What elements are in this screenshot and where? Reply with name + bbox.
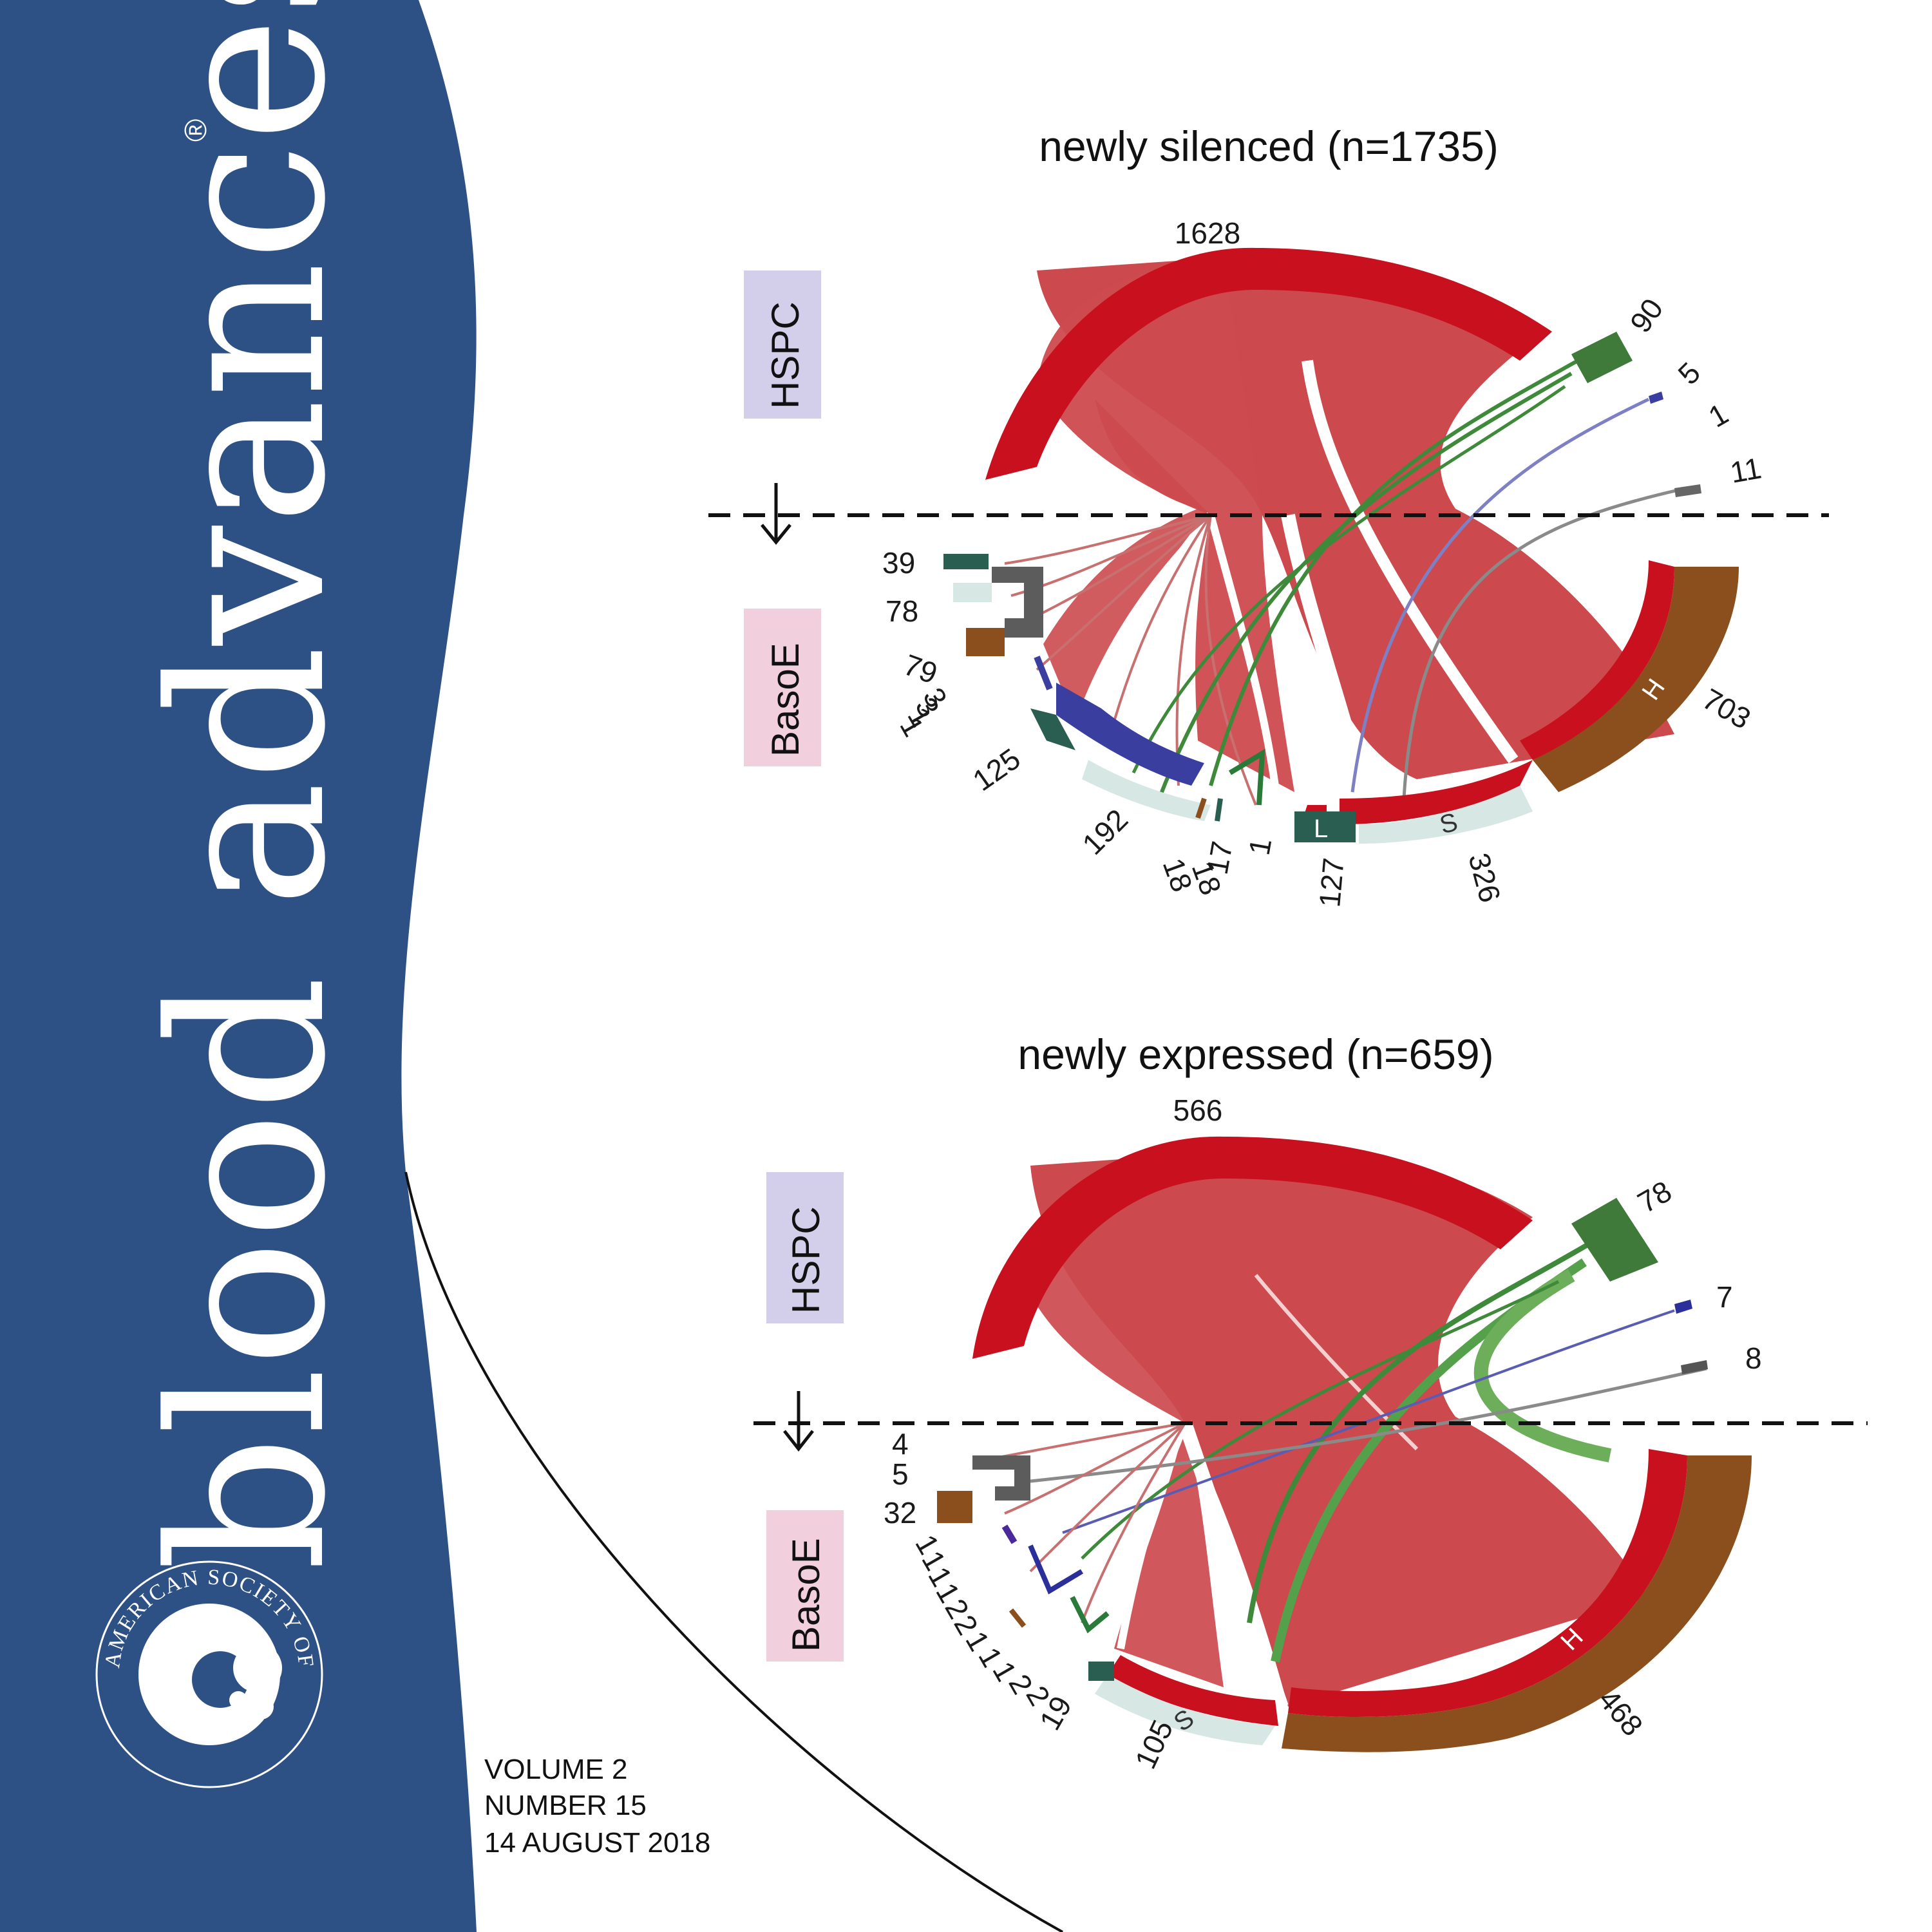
h-arc-red xyxy=(1288,1449,1687,1717)
h-arc-brown xyxy=(1282,1455,1752,1752)
gray-bracket xyxy=(972,1455,1030,1501)
down-arrow-icon xyxy=(783,1391,814,1452)
gray-bracket xyxy=(992,567,1043,638)
blue-arc xyxy=(1649,392,1663,404)
journal-title: blood advances xyxy=(125,0,372,1571)
arc-label: 1628 xyxy=(1175,216,1240,250)
arc-label: 125 xyxy=(967,742,1027,798)
chart-title: newly silenced (n=1735) xyxy=(1039,122,1499,170)
thin-chords xyxy=(1004,359,1681,806)
thin-chords xyxy=(991,1240,1707,1663)
basoe-box xyxy=(744,609,821,766)
basoe-label: BasoE xyxy=(784,1538,828,1652)
arc-label: 78 xyxy=(886,594,918,628)
blue-arc xyxy=(1674,1300,1692,1314)
arc-label: 5 xyxy=(892,1457,909,1491)
basoe-label: BasoE xyxy=(764,643,807,757)
blue-tick xyxy=(1028,1544,1084,1595)
hspc-box xyxy=(744,270,821,419)
arc-label: 90 xyxy=(1624,292,1670,339)
arc-label: 192 xyxy=(1075,802,1134,861)
gray-arc xyxy=(1674,484,1701,497)
h-arc-brown xyxy=(1533,567,1739,792)
arc-label: 1 xyxy=(1242,836,1278,858)
chord-gap xyxy=(1117,1421,1189,1650)
light-band xyxy=(1082,760,1211,821)
green-tick xyxy=(1070,1596,1110,1634)
s-arc-red xyxy=(1340,760,1533,824)
arc-label: 4 xyxy=(892,1427,909,1461)
teal-band xyxy=(1030,708,1075,750)
chord-chart-expressed: newly expressed (n=659) HSPC BasoE xyxy=(753,1030,1868,1774)
issue-date: 14 AUGUST 2018 xyxy=(484,1827,710,1859)
hspc-arc xyxy=(985,247,1552,480)
arc-label: 32 xyxy=(884,1496,916,1530)
arc-label: 566 xyxy=(1173,1094,1223,1127)
down-arrow-icon xyxy=(761,483,791,545)
arc-label: 1 xyxy=(1703,397,1734,434)
teal-tick xyxy=(943,554,989,569)
arc-label: 5 xyxy=(1671,355,1707,391)
l-arc-teal xyxy=(1294,811,1356,842)
hspc-label: HSPC xyxy=(764,301,807,409)
chord-gap xyxy=(1281,513,1372,800)
brown-tick xyxy=(937,1491,972,1523)
brown-tick xyxy=(966,628,1005,656)
green-arc xyxy=(1571,1198,1658,1282)
brown-tick-small xyxy=(1009,1608,1027,1628)
cover-curve xyxy=(404,1171,1063,1932)
teal-tick xyxy=(1088,1662,1114,1681)
brand-band xyxy=(0,0,477,1932)
chord-ribbon xyxy=(1043,399,1211,721)
chart-title: newly expressed (n=659) xyxy=(1018,1030,1493,1078)
hspc-label: HSPC xyxy=(784,1206,828,1314)
arc-label: 79 xyxy=(900,648,942,690)
brown-tick-small xyxy=(1195,797,1207,819)
arc-label: 703 xyxy=(1697,682,1756,735)
arc-label: 127 xyxy=(1312,857,1350,909)
arc-label: 11 xyxy=(1728,451,1764,489)
chord-gap xyxy=(1302,359,1519,764)
hspc-box xyxy=(766,1172,844,1323)
teal-tick-small xyxy=(1215,798,1223,822)
issue-volume: VOLUME 2 xyxy=(484,1754,628,1785)
hspc-arc xyxy=(972,1136,1533,1359)
arc-label: 326 xyxy=(1462,849,1507,906)
h-arc-red xyxy=(1520,560,1674,760)
s-arc-light xyxy=(1359,786,1533,844)
green-tick xyxy=(1228,748,1265,806)
arc-label: 8 xyxy=(1745,1341,1762,1375)
segment-letter: L xyxy=(1314,815,1328,843)
arc-label: 17 xyxy=(1200,838,1239,876)
basoe-box xyxy=(766,1510,844,1662)
purple-tick xyxy=(1001,1524,1018,1544)
issue-number: NUMBER 15 xyxy=(484,1790,647,1821)
chord-gap xyxy=(1207,514,1279,786)
green-arc xyxy=(1571,332,1633,383)
registered-mark: ® xyxy=(179,119,213,142)
arc-label: 78 xyxy=(1632,1174,1677,1220)
gray-arc xyxy=(1681,1360,1708,1374)
chord-ribbon xyxy=(1030,1153,1224,1687)
s-arc-light xyxy=(1095,1674,1275,1745)
chord-chart-silenced: newly silenced (n=1735) HSPC BasoE xyxy=(708,122,1829,909)
arc-label: 7 xyxy=(1716,1280,1733,1314)
arc-label: 39 xyxy=(882,546,915,580)
light-tick xyxy=(953,583,992,602)
s-arc-red xyxy=(1108,1655,1278,1726)
blue-band xyxy=(1056,683,1204,786)
purple-tick xyxy=(1034,656,1053,690)
